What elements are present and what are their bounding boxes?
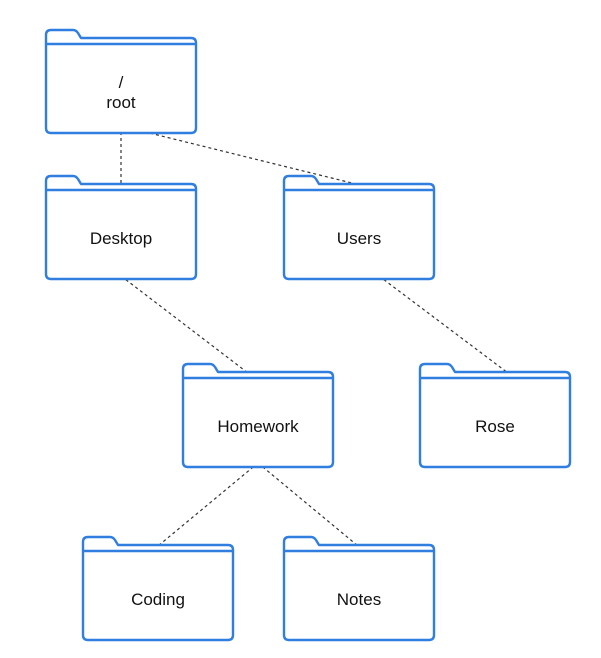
folder-label: Notes — [337, 590, 381, 609]
connector-homework-notes — [257, 462, 359, 547]
folder-icon — [81, 535, 235, 642]
folder-icon — [44, 28, 198, 135]
folder-users[interactable]: Users — [282, 174, 436, 281]
folder-label: /root — [106, 73, 136, 112]
connector-layer — [120, 125, 509, 547]
folder-label: Users — [337, 229, 381, 248]
folder-desktop[interactable]: Desktop — [44, 174, 198, 281]
folder-label: Desktop — [90, 229, 152, 248]
connector-users-rose — [378, 275, 509, 374]
folder-homework[interactable]: Homework — [181, 362, 335, 469]
folder-icon — [44, 174, 198, 281]
folder-icon — [282, 174, 436, 281]
folder-label: Rose — [475, 417, 515, 436]
connector-homework-coding — [157, 462, 259, 547]
folder-icon — [418, 362, 572, 469]
folder-label: Homework — [217, 417, 299, 436]
folder-icon — [181, 362, 335, 469]
folder-notes[interactable]: Notes — [282, 535, 436, 642]
folder-icon — [282, 535, 436, 642]
connector-root-users — [120, 125, 361, 186]
folder-coding[interactable]: Coding — [81, 535, 235, 642]
connector-desktop-homework — [120, 275, 249, 374]
folder-label: Coding — [131, 590, 185, 609]
folder-root[interactable]: /root — [44, 28, 198, 135]
folder-rose[interactable]: Rose — [418, 362, 572, 469]
